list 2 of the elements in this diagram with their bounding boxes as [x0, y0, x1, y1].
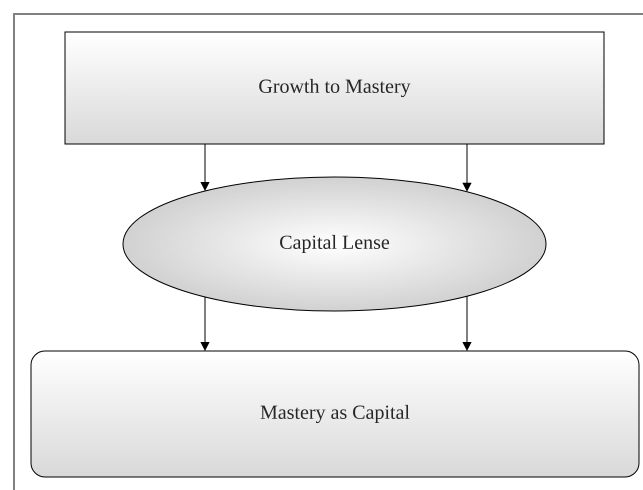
result-box: Mastery as Capital [30, 350, 640, 478]
process-box: Growth to Mastery [64, 32, 604, 144]
